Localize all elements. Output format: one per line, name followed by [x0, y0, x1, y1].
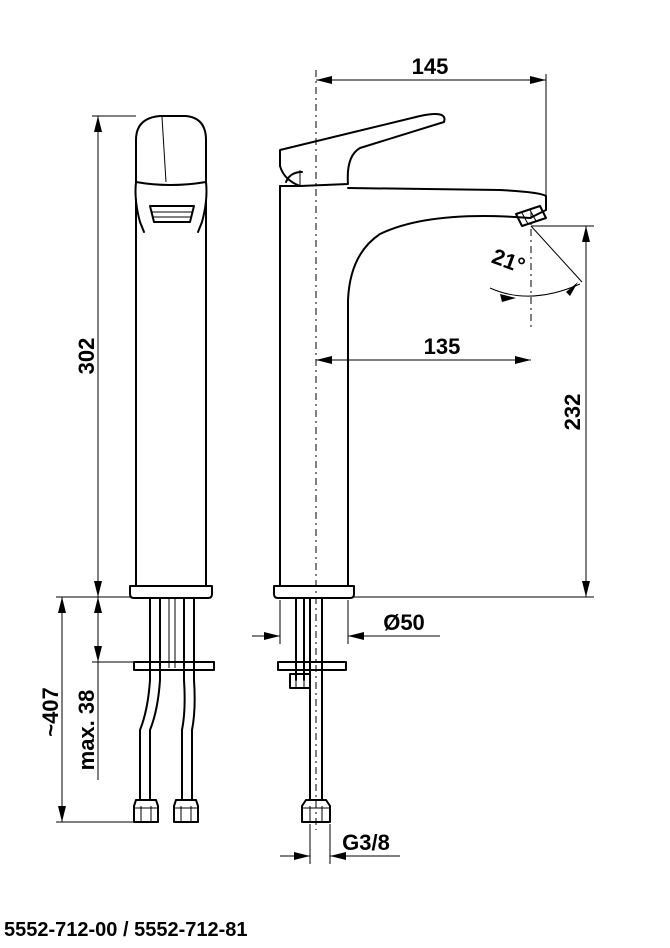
side-mounting-plate — [277, 661, 347, 671]
dim-connection-thread: G3/8 — [342, 830, 390, 855]
dimension-lines — [56, 74, 594, 864]
front-hose-nut-left — [133, 799, 159, 823]
dim-total-height: 302 — [74, 338, 99, 375]
front-hose-left — [139, 597, 151, 801]
side-aerator-icon — [515, 205, 547, 227]
front-mounting-plate — [133, 661, 215, 671]
front-hose-right — [181, 597, 186, 801]
dim-spout-angle: 21° — [489, 244, 529, 279]
dim-spout-reach: 135 — [424, 334, 461, 359]
side-base-flange — [273, 585, 355, 599]
side-spout — [347, 187, 547, 211]
front-hose-nut-right — [173, 799, 199, 823]
dim-base-diameter: Ø50 — [383, 610, 425, 635]
side-hose-nut — [301, 799, 331, 823]
product-code-caption: 5552-712-00 / 5552-712-81 — [4, 919, 248, 941]
front-view — [129, 115, 215, 823]
dim-max-deck-thickness: max. 38 — [74, 690, 99, 771]
centerlines — [315, 70, 532, 830]
front-lever-handle — [135, 115, 207, 186]
side-stud-nut — [289, 673, 311, 689]
dim-overall-reach: 145 — [412, 54, 449, 79]
aerator-icon — [149, 205, 195, 223]
side-lever-handle — [279, 113, 446, 187]
front-base-flange — [129, 585, 213, 599]
dim-hose-length: ~407 — [38, 687, 63, 737]
dim-spout-height: 232 — [560, 394, 585, 431]
side-view — [273, 113, 547, 823]
